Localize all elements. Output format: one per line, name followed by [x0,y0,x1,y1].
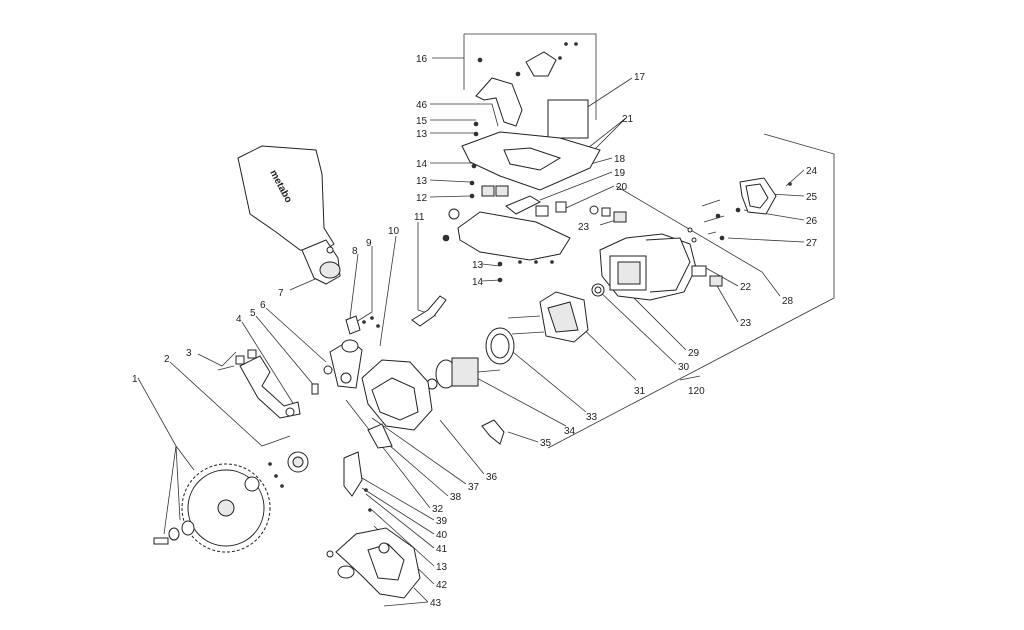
plate-38 [367,423,393,449]
callout-40: 40 [436,530,448,541]
spring-8 [345,315,361,335]
callout-13-d: 13 [436,562,448,573]
top-cover [461,121,601,199]
dust-bag [237,145,341,285]
parts [153,42,792,599]
lower-blade-guard [326,527,421,599]
callout-4: 4 [236,314,242,325]
callout-13-c: 13 [472,260,484,271]
callout-36: 36 [486,472,498,483]
screw-6 [323,365,333,375]
callout-33: 33 [586,412,598,423]
callout-21: 21 [622,114,634,125]
end-cap [701,177,792,241]
callout-120: 120 [688,386,705,397]
armature [426,357,501,390]
callout-7: 7 [278,288,284,299]
callout-23-b: 23 [740,318,752,329]
callout-19: 19 [614,168,626,179]
callout-14-a: 14 [416,159,428,170]
callout-16: 16 [416,54,428,65]
callout-14-b: 14 [472,277,484,288]
stator [507,291,589,343]
callout-13-b: 13 [416,176,428,187]
callout-41: 41 [436,544,448,555]
callout-22: 22 [740,282,752,293]
callout-9: 9 [366,238,372,249]
callout-labels: 1 2 3 4 5 6 7 8 9 10 11 12 13 13 13 13 1… [132,54,818,609]
handle [475,42,578,127]
callout-37: 37 [468,482,480,493]
callout-15: 15 [416,116,428,127]
flange [268,451,309,488]
callout-6: 6 [260,300,266,311]
callout-46: 46 [416,100,428,111]
callout-39: 39 [436,516,448,527]
callout-23-a: 23 [578,222,590,233]
callout-17: 17 [634,72,646,83]
callout-29: 29 [688,348,700,359]
callout-11: 11 [414,212,425,223]
callout-20: 20 [616,182,628,193]
callout-25: 25 [806,192,818,203]
callout-26: 26 [806,216,818,227]
callout-34: 34 [564,426,576,437]
callout-42: 42 [436,580,448,591]
brush-holder-top [589,205,627,223]
callout-43: 43 [430,598,442,609]
electronics [481,185,567,217]
callout-27: 27 [806,238,818,249]
callout-10: 10 [388,226,400,237]
callout-5: 5 [250,308,256,319]
callout-24: 24 [806,166,818,177]
callout-28: 28 [782,296,794,307]
upper-blade-guard [329,339,433,431]
callout-12: 12 [416,193,428,204]
lever-39 [343,451,363,497]
callout-18: 18 [614,154,626,165]
pins-3 [217,349,257,371]
saw-blade [181,463,271,553]
housing-base [442,208,571,283]
bracket-11 [411,295,447,327]
bracket-35 [481,419,505,445]
callout-13-a: 13 [416,129,428,140]
brush-holder-lower [691,265,723,287]
callout-1: 1 [132,374,138,385]
callout-32: 32 [432,504,444,515]
blade-bolt [153,520,195,545]
callout-38: 38 [450,492,462,503]
leader-lines [137,33,835,607]
switch-parts [547,99,589,139]
callout-31: 31 [634,386,646,397]
lever-4 [239,355,301,419]
motor-housing [599,227,697,301]
callout-30: 30 [678,362,690,373]
callout-8: 8 [352,246,358,257]
callout-2: 2 [164,354,170,365]
callout-35: 35 [540,438,552,449]
callout-3: 3 [186,348,192,359]
